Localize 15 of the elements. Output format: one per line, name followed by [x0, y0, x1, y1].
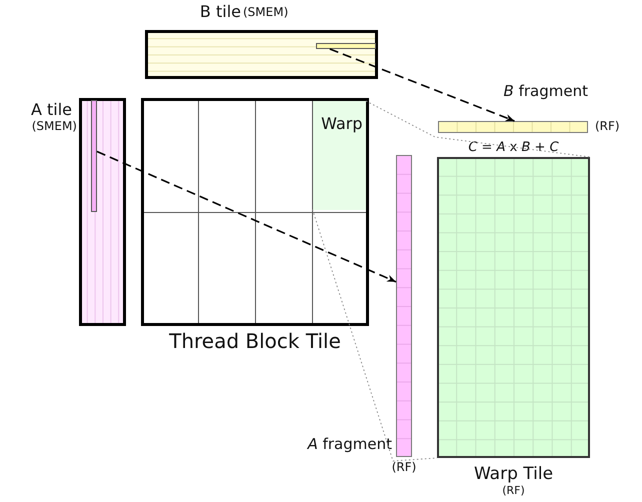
tile-title: Warp Tile [472, 465, 554, 484]
tile-label: B tile [198, 3, 241, 21]
register-label: (RF) [595, 120, 620, 134]
fragment-label: B fragment [502, 83, 588, 100]
register-label: (RF) [501, 485, 526, 498]
fragment-label: A fragment [306, 436, 392, 452]
memory-label: (SMEM) [30, 120, 77, 134]
tile-title: Thread Block Tile [168, 330, 342, 352]
memory-label: (SMEM) [243, 6, 288, 20]
warp-label: Warp [320, 115, 362, 133]
register-label: (RF) [390, 461, 418, 474]
equation-label: C = A x B + C [467, 141, 560, 156]
arrow [96, 150, 396, 283]
tile-label: A tile [30, 101, 72, 119]
zoom-guide-line [366, 100, 590, 158]
